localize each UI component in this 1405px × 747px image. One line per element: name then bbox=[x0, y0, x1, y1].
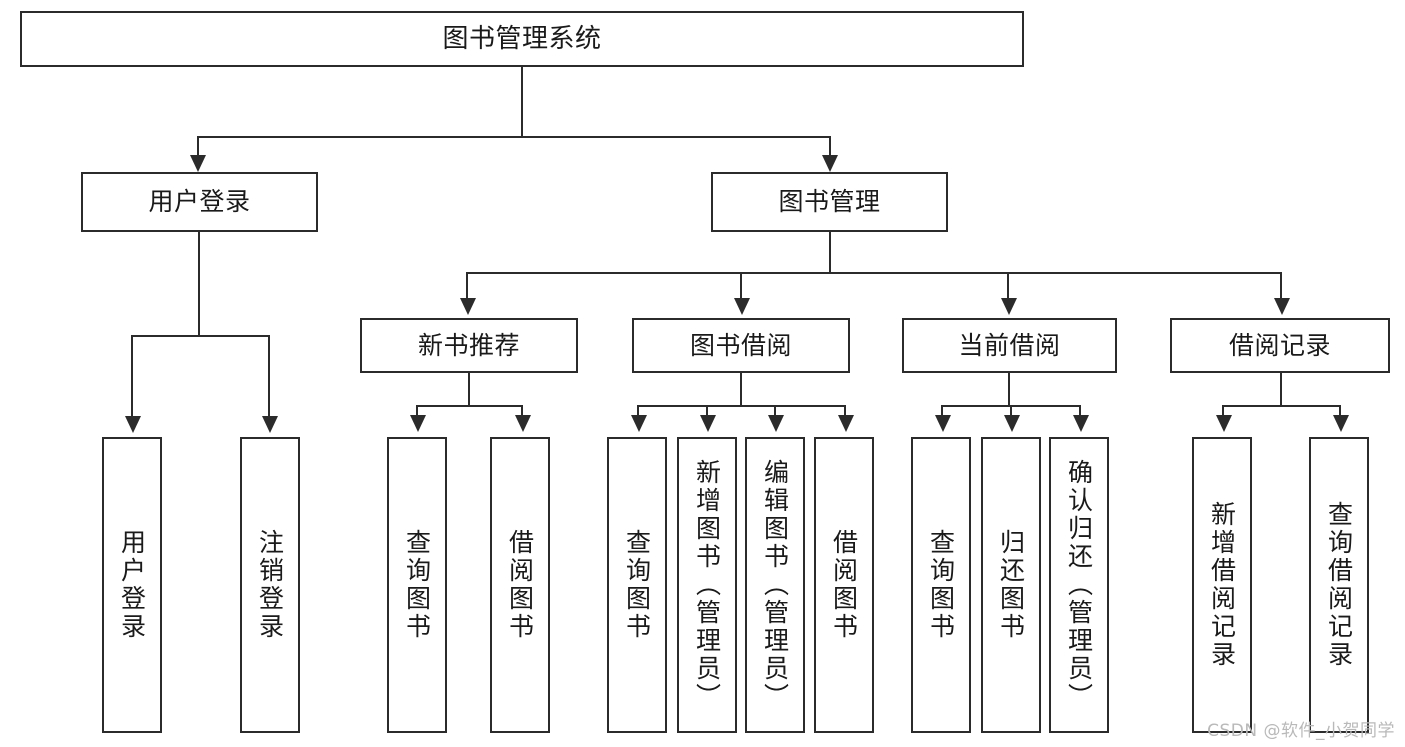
leaf-record-query[interactable]: 查询借阅记录 bbox=[1309, 437, 1369, 733]
arrowhead-bor-3 bbox=[768, 415, 784, 432]
node-label: 查询图书 bbox=[926, 529, 956, 641]
node-borrow-record[interactable]: 借阅记录 bbox=[1170, 318, 1390, 373]
arrowhead-user-login bbox=[190, 155, 206, 172]
node-label: 用户登录 bbox=[117, 529, 147, 641]
arrowhead-login-2 bbox=[262, 416, 278, 433]
connector-drop-cur-1 bbox=[941, 405, 943, 417]
arrowhead-l3-2 bbox=[734, 298, 750, 315]
node-label: 归还图书 bbox=[996, 529, 1026, 641]
csdn-watermark: CSDN @软件_小贺同学 bbox=[1207, 721, 1395, 741]
node-label: 借阅记录 bbox=[1228, 330, 1331, 360]
connector-drop-bor-3 bbox=[774, 405, 776, 417]
node-root-system[interactable]: 图书管理系统 bbox=[20, 11, 1024, 67]
connector-bus-book-manage bbox=[466, 272, 1280, 274]
connector-drop-rec-2 bbox=[521, 405, 523, 417]
arrowhead-rec-1 bbox=[410, 415, 426, 432]
node-label: 新书推荐 bbox=[417, 330, 520, 360]
node-label: 用户登录 bbox=[148, 187, 251, 217]
node-book-manage[interactable]: 图书管理 bbox=[711, 172, 948, 232]
node-label: 图书管理系统 bbox=[442, 23, 602, 54]
connector-stem-recommend bbox=[468, 373, 470, 406]
node-label: 新增图书（管理员） bbox=[692, 459, 722, 711]
connector-stem-book-manage bbox=[829, 232, 831, 273]
node-label: 注销登录 bbox=[255, 529, 285, 641]
connector-stem-current bbox=[1008, 373, 1010, 406]
connector-drop-l3-3 bbox=[1007, 272, 1009, 300]
connector-root-stem bbox=[521, 67, 523, 136]
connector-bus-user-login bbox=[131, 335, 268, 337]
arrowhead-cur-1 bbox=[935, 415, 951, 432]
node-label: 新增借阅记录 bbox=[1207, 501, 1237, 669]
node-current-borrow[interactable]: 当前借阅 bbox=[902, 318, 1117, 373]
connector-drop-cur-2 bbox=[1010, 405, 1012, 417]
connector-drop-user-login bbox=[197, 136, 199, 157]
leaf-borrow-add-book[interactable]: 新增图书（管理员） bbox=[677, 437, 737, 733]
arrowhead-bor-4 bbox=[838, 415, 854, 432]
arrowhead-book-manage bbox=[822, 155, 838, 172]
leaf-current-confirm-return[interactable]: 确认归还（管理员） bbox=[1049, 437, 1109, 733]
node-user-login[interactable]: 用户登录 bbox=[81, 172, 318, 232]
leaf-borrow-edit-book[interactable]: 编辑图书（管理员） bbox=[745, 437, 805, 733]
connector-drop-bor-2 bbox=[706, 405, 708, 417]
arrowhead-cur-2 bbox=[1004, 415, 1020, 432]
connector-level2-bus bbox=[197, 136, 830, 138]
leaf-current-query-book[interactable]: 查询图书 bbox=[911, 437, 971, 733]
node-label: 图书借阅 bbox=[689, 330, 792, 360]
connector-drop-login-1 bbox=[131, 335, 133, 418]
leaf-user-login[interactable]: 用户登录 bbox=[102, 437, 162, 733]
connector-drop-l3-1 bbox=[466, 272, 468, 300]
connector-drop-bor-4 bbox=[844, 405, 846, 417]
connector-drop-bor-1 bbox=[637, 405, 639, 417]
node-label: 借阅图书 bbox=[505, 529, 535, 641]
connector-drop-cur-3 bbox=[1079, 405, 1081, 417]
node-label: 当前借阅 bbox=[958, 330, 1061, 360]
connector-bus-borrow bbox=[637, 405, 844, 407]
node-label: 查询图书 bbox=[622, 529, 652, 641]
node-label: 借阅图书 bbox=[829, 529, 859, 641]
leaf-borrow-borrow-book[interactable]: 借阅图书 bbox=[814, 437, 874, 733]
connector-stem-borrow bbox=[740, 373, 742, 406]
leaf-logout[interactable]: 注销登录 bbox=[240, 437, 300, 733]
arrowhead-l3-1 bbox=[460, 298, 476, 315]
arrowhead-l3-3 bbox=[1001, 298, 1017, 315]
node-label: 查询图书 bbox=[402, 529, 432, 641]
leaf-record-add[interactable]: 新增借阅记录 bbox=[1192, 437, 1252, 733]
connector-drop-rec-1 bbox=[416, 405, 418, 417]
connector-stem-user-login bbox=[198, 232, 200, 336]
arrowhead-rec-2 bbox=[515, 415, 531, 432]
node-book-borrow[interactable]: 图书借阅 bbox=[632, 318, 850, 373]
connector-drop-l3-4 bbox=[1280, 272, 1282, 300]
node-label: 查询借阅记录 bbox=[1324, 501, 1354, 669]
connector-bus-record bbox=[1222, 405, 1339, 407]
arrowhead-cur-3 bbox=[1073, 415, 1089, 432]
arrowhead-rcd-1 bbox=[1216, 415, 1232, 432]
leaf-rec-query-book[interactable]: 查询图书 bbox=[387, 437, 447, 733]
arrowhead-login-1 bbox=[125, 416, 141, 433]
arrowhead-bor-1 bbox=[631, 415, 647, 432]
leaf-rec-borrow-book[interactable]: 借阅图书 bbox=[490, 437, 550, 733]
node-label: 确认归还（管理员） bbox=[1064, 459, 1094, 711]
node-label: 图书管理 bbox=[778, 187, 881, 217]
connector-drop-book-manage bbox=[829, 136, 831, 157]
leaf-borrow-query-book[interactable]: 查询图书 bbox=[607, 437, 667, 733]
connector-bus-recommend bbox=[416, 405, 521, 407]
node-label: 编辑图书（管理员） bbox=[760, 459, 790, 711]
arrowhead-rcd-2 bbox=[1333, 415, 1349, 432]
connector-drop-login-2 bbox=[268, 335, 270, 418]
connector-drop-rcd-1 bbox=[1222, 405, 1224, 417]
arrowhead-bor-2 bbox=[700, 415, 716, 432]
connector-stem-record bbox=[1280, 373, 1282, 406]
connector-drop-l3-2 bbox=[740, 272, 742, 300]
connector-drop-rcd-2 bbox=[1339, 405, 1341, 417]
arrowhead-l3-4 bbox=[1274, 298, 1290, 315]
leaf-current-return-book[interactable]: 归还图书 bbox=[981, 437, 1041, 733]
node-new-book-recommend[interactable]: 新书推荐 bbox=[360, 318, 578, 373]
